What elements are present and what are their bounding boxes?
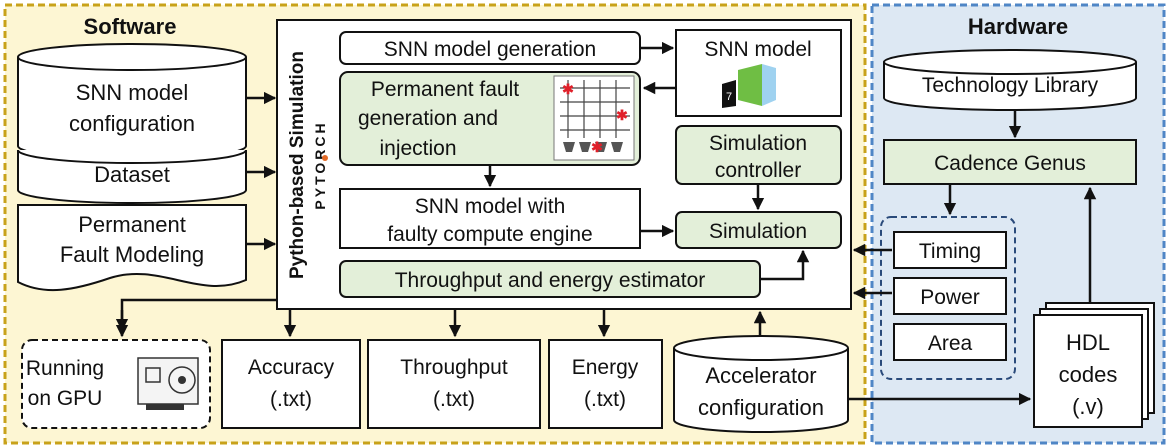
energy-label-1: Energy xyxy=(572,356,639,379)
gpu-card-icon xyxy=(137,357,199,410)
snn-faulty-label-1: SNN model with xyxy=(415,195,566,218)
snn-network-icon: 7 xyxy=(722,64,776,108)
energy-box xyxy=(548,339,663,429)
accuracy-label-2: (.txt) xyxy=(270,388,312,411)
hdl-label-1: HDL xyxy=(1066,330,1110,355)
simulation-label: Simulation xyxy=(709,220,807,243)
pytorch-flame-icon xyxy=(322,155,328,161)
snn-faulty-box xyxy=(339,188,641,249)
power-label: Power xyxy=(920,286,980,309)
fault-mark-2: ✱ xyxy=(616,107,628,123)
simulation-box xyxy=(675,211,842,249)
tech-lib-label: Technology Library xyxy=(922,74,1099,97)
area-box xyxy=(893,323,1007,361)
cadence-box xyxy=(883,139,1137,185)
snn-config-label-1: SNN model xyxy=(76,80,188,105)
snn-faulty-label-2: faulty compute engine xyxy=(387,223,592,246)
systolic-array-icon: ✱ ✱ ✱ xyxy=(553,75,635,161)
hardware-title: Hardware xyxy=(968,14,1068,39)
svg-text:7: 7 xyxy=(726,91,732,103)
sim-controller-label-1: Simulation xyxy=(709,132,807,155)
throughput-label-2: (.txt) xyxy=(433,388,475,411)
tech-lib-cylinder: Technology Library xyxy=(883,49,1137,111)
pytorch-label: PYTORCH xyxy=(312,120,328,209)
software-title: Software xyxy=(84,14,177,39)
hdl-label-3: (.v) xyxy=(1072,394,1104,419)
gpu-label-2: on GPU xyxy=(28,387,103,410)
tput-energy-label: Throughput and energy estimator xyxy=(395,269,706,292)
perm-fault-label-2: generation and xyxy=(358,107,498,130)
area-label: Area xyxy=(928,332,973,355)
sim-vertical-label: Python-based Simulation xyxy=(287,51,308,279)
timing-label: Timing xyxy=(919,240,981,263)
snn-config-cylinder: SNN model configuration xyxy=(17,43,247,160)
fault-mark-1: ✱ xyxy=(562,81,574,97)
sim-controller-label-2: controller xyxy=(715,159,801,182)
dataset-cylinder: Dataset xyxy=(17,149,247,204)
accuracy-label-1: Accuracy xyxy=(248,356,335,379)
perm-fault-label-3: injection xyxy=(379,137,456,160)
dataset-label: Dataset xyxy=(94,162,170,187)
throughput-box xyxy=(367,339,541,429)
fault-mark-3: ✱ xyxy=(591,139,603,155)
fault-modeling-label-2: Fault Modeling xyxy=(60,242,204,267)
timing-box xyxy=(893,231,1007,269)
fault-modeling-label-1: Permanent xyxy=(78,212,186,237)
gpu-label-1: Running xyxy=(26,357,104,380)
hdl-codes-stack: HDL codes (.v) xyxy=(1033,302,1155,428)
hdl-label-2: codes xyxy=(1059,362,1118,387)
energy-label-2: (.txt) xyxy=(584,388,626,411)
snn-model-label: SNN model xyxy=(704,38,811,61)
fault-modeling-document: Permanent Fault Modeling xyxy=(17,204,247,292)
accel-config-label-2: configuration xyxy=(698,395,824,420)
power-box xyxy=(893,277,1007,315)
cadence-label: Cadence Genus xyxy=(934,152,1086,175)
snn-gen-label: SNN model generation xyxy=(384,38,596,61)
accel-config-cylinder: Accelerator configuration xyxy=(673,335,849,433)
accel-config-label-1: Accelerator xyxy=(705,363,816,388)
reports-group xyxy=(880,216,1016,380)
accuracy-box xyxy=(221,339,361,429)
snn-config-label-2: configuration xyxy=(69,111,195,136)
perm-fault-label-1: Permanent fault xyxy=(371,78,519,101)
throughput-label-1: Throughput xyxy=(400,356,508,379)
